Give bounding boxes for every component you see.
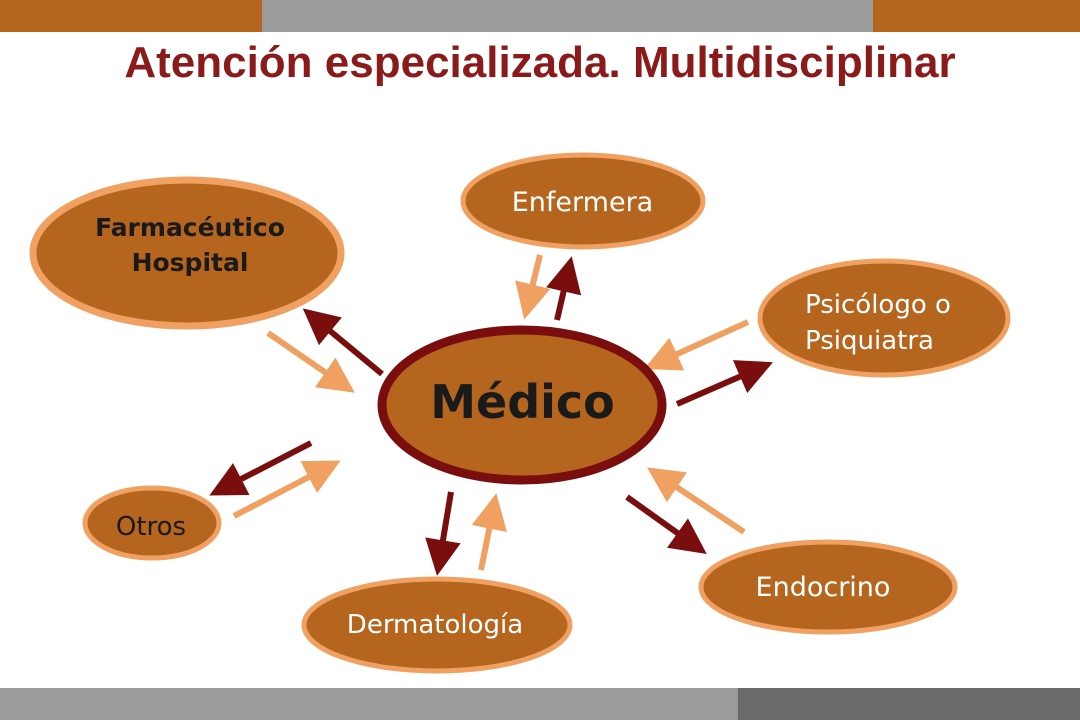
arrow-medico-to-endocrino	[625, 494, 707, 554]
node-psicologo	[757, 258, 1011, 378]
arrow-medico-to-otros	[209, 440, 313, 496]
node-label-farmaceutico-line1: Farmacéutico	[95, 213, 285, 242]
arrow-farmaceutico-to-medico	[266, 330, 355, 393]
arrow-medico-to-enfermera	[546, 256, 582, 321]
arrow-endocrino-to-medico	[647, 467, 746, 535]
arrow-enfermera-to-medico	[515, 254, 551, 320]
node-label-farmaceutico-line2: Hospital	[131, 248, 249, 277]
node-label-endocrino: Endocrino	[755, 572, 891, 603]
arrow-medico-to-farmaceutico	[302, 308, 384, 377]
arrow-otros-to-medico	[232, 460, 341, 519]
node-endocrino	[698, 539, 958, 635]
slide-title: Atención especializada. Multidisciplinar	[124, 38, 956, 87]
bottom-accent-bar-left	[0, 688, 738, 720]
node-dermatologia	[301, 576, 573, 674]
top-accent-bar-left	[0, 0, 262, 32]
node-label-otros: Otros	[115, 512, 187, 542]
arrow-medico-to-dermatologia	[425, 491, 461, 576]
node-label-medico: Médico	[430, 375, 615, 429]
arrow-dermatologia-to-medico	[471, 493, 507, 571]
node-enfermera	[460, 152, 706, 250]
node-label-psicologo-line2: Psiquiatra	[805, 326, 934, 356]
top-accent-bar-middle	[262, 0, 873, 32]
bottom-accent-bar-right	[738, 688, 1080, 720]
node-label-psicologo: Psicólogo o Psiquiatra	[805, 287, 951, 359]
arrow-medico-to-psicologo	[675, 360, 774, 407]
node-farmaceutico	[29, 176, 345, 330]
arrow-psicologo-to-medico	[644, 319, 750, 371]
node-otros	[82, 485, 222, 561]
node-label-enfermera: Enfermera	[511, 187, 654, 218]
node-medico	[377, 325, 667, 485]
node-label-dermatologia: Dermatología	[346, 610, 524, 640]
top-accent-bar-right	[873, 0, 1080, 32]
node-label-farmaceutico: Farmacéutico Hospital	[40, 210, 340, 280]
node-label-psicologo-line1: Psicólogo o	[805, 290, 951, 320]
